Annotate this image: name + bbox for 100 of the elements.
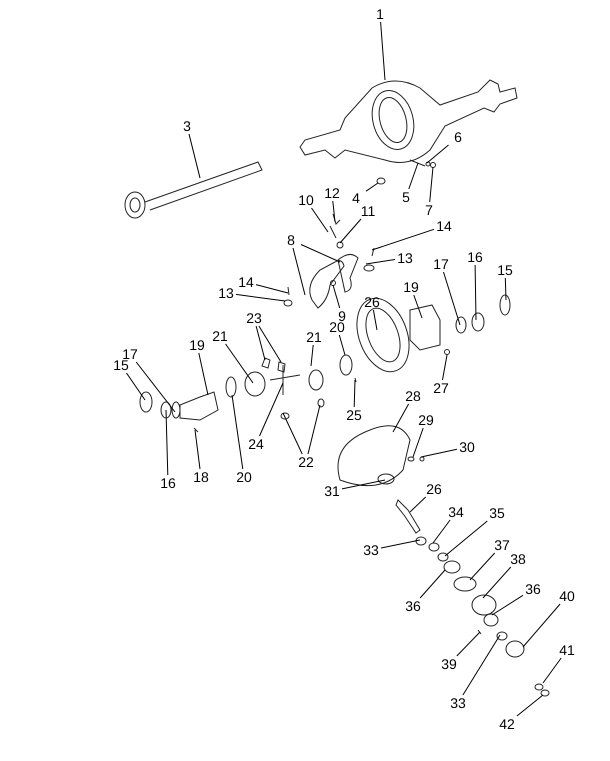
callout-number: 13 xyxy=(218,285,234,301)
leader-line xyxy=(166,410,168,476)
leader-line xyxy=(542,658,562,684)
callout-number: 17 xyxy=(433,256,449,272)
callout-number: 42 xyxy=(499,716,515,732)
callout-number: 7 xyxy=(425,202,433,218)
callout-number: 10 xyxy=(298,192,314,208)
callout-number: 34 xyxy=(448,504,464,520)
leader-line xyxy=(256,326,266,360)
leader-line xyxy=(372,310,378,330)
callout-number: 26 xyxy=(426,481,442,497)
callout-number: 33 xyxy=(450,695,466,711)
callout-number: 36 xyxy=(405,598,421,614)
leader-line xyxy=(366,259,396,264)
callout-number: 12 xyxy=(324,185,340,201)
leader-line xyxy=(444,520,488,556)
leader-line xyxy=(282,412,303,454)
leader-line xyxy=(462,634,500,696)
leader-line xyxy=(340,218,362,244)
callout-number: 24 xyxy=(248,436,264,452)
callout-number: 14 xyxy=(238,274,254,290)
leader-line xyxy=(429,166,434,202)
leader-line xyxy=(482,566,512,598)
leader-line xyxy=(380,22,386,80)
leader-line xyxy=(412,428,424,458)
leader-line xyxy=(492,594,524,616)
callout-number: 11 xyxy=(360,203,376,219)
callout-number: 30 xyxy=(459,439,475,455)
leader-line xyxy=(516,694,544,716)
callout-number: 38 xyxy=(510,551,526,567)
callout-number: 6 xyxy=(454,129,462,145)
callout-number: 15 xyxy=(497,262,513,278)
leader-line xyxy=(225,344,254,384)
callout-number: 19 xyxy=(189,337,205,353)
callout-number: 13 xyxy=(397,250,413,266)
leader-line xyxy=(342,480,386,490)
leader-line xyxy=(259,382,284,436)
leader-line xyxy=(310,344,314,366)
callout-number: 21 xyxy=(306,329,322,345)
callout-number: 18 xyxy=(193,469,209,485)
leader-line xyxy=(354,380,356,408)
leader-line xyxy=(188,134,200,178)
callout-number: 16 xyxy=(160,475,176,491)
callout-number: 20 xyxy=(236,469,252,485)
leader-line xyxy=(380,540,420,548)
leader-line xyxy=(232,394,244,470)
leader-line xyxy=(470,552,496,580)
callout-number: 28 xyxy=(405,388,421,404)
leader-line xyxy=(443,272,460,326)
callout-number: 4 xyxy=(352,190,360,206)
leader-line xyxy=(236,294,286,302)
callout-number: 16 xyxy=(467,249,483,265)
leader-line xyxy=(420,570,446,598)
leader-line xyxy=(504,278,506,300)
callout-number: 1 xyxy=(376,6,384,22)
callout-number: 36 xyxy=(525,581,541,597)
leader-line xyxy=(408,162,418,190)
callout-number: 39 xyxy=(441,656,457,672)
callout-number: 25 xyxy=(346,407,362,423)
callout-number: 22 xyxy=(298,454,314,470)
leader-line xyxy=(332,284,340,308)
callout-number: 21 xyxy=(212,328,228,344)
leader-line xyxy=(442,354,448,380)
callout-number: 19 xyxy=(403,279,419,295)
leader-line xyxy=(366,182,378,192)
leader-line xyxy=(308,404,320,454)
callout-number: 14 xyxy=(436,218,452,234)
callout-number: 37 xyxy=(494,537,510,553)
leader-line xyxy=(194,430,200,470)
callout-number: 41 xyxy=(559,642,575,658)
callout-number: 5 xyxy=(402,189,410,205)
callout-number: 35 xyxy=(489,505,505,521)
callout-number: 23 xyxy=(246,310,262,326)
leader-line xyxy=(300,244,340,262)
leader-line xyxy=(198,352,208,396)
leader-line xyxy=(413,294,422,318)
leader-line xyxy=(256,284,288,294)
leader-line xyxy=(456,632,480,656)
callout-number: 40 xyxy=(559,588,575,604)
callout-number: 27 xyxy=(433,380,449,396)
leader-line xyxy=(258,326,282,362)
leader-line xyxy=(292,248,306,296)
callout-number: 29 xyxy=(418,412,434,428)
leader-line xyxy=(432,520,451,544)
leader-line xyxy=(410,496,426,512)
callout-number: 26 xyxy=(364,294,380,310)
leader-line xyxy=(426,144,449,164)
leader-line xyxy=(338,334,346,356)
leader-line xyxy=(474,264,476,320)
callout-number: 8 xyxy=(287,232,295,248)
leader-line xyxy=(136,362,176,412)
leader-line xyxy=(311,208,328,232)
callout-number: 31 xyxy=(324,483,340,499)
leader-line xyxy=(332,200,336,222)
callout-number: 33 xyxy=(363,542,379,558)
leader-line xyxy=(522,604,561,648)
callout-number: 3 xyxy=(183,118,191,134)
leader-line xyxy=(372,228,434,250)
leader-line xyxy=(126,372,146,400)
leader-line xyxy=(392,404,410,432)
